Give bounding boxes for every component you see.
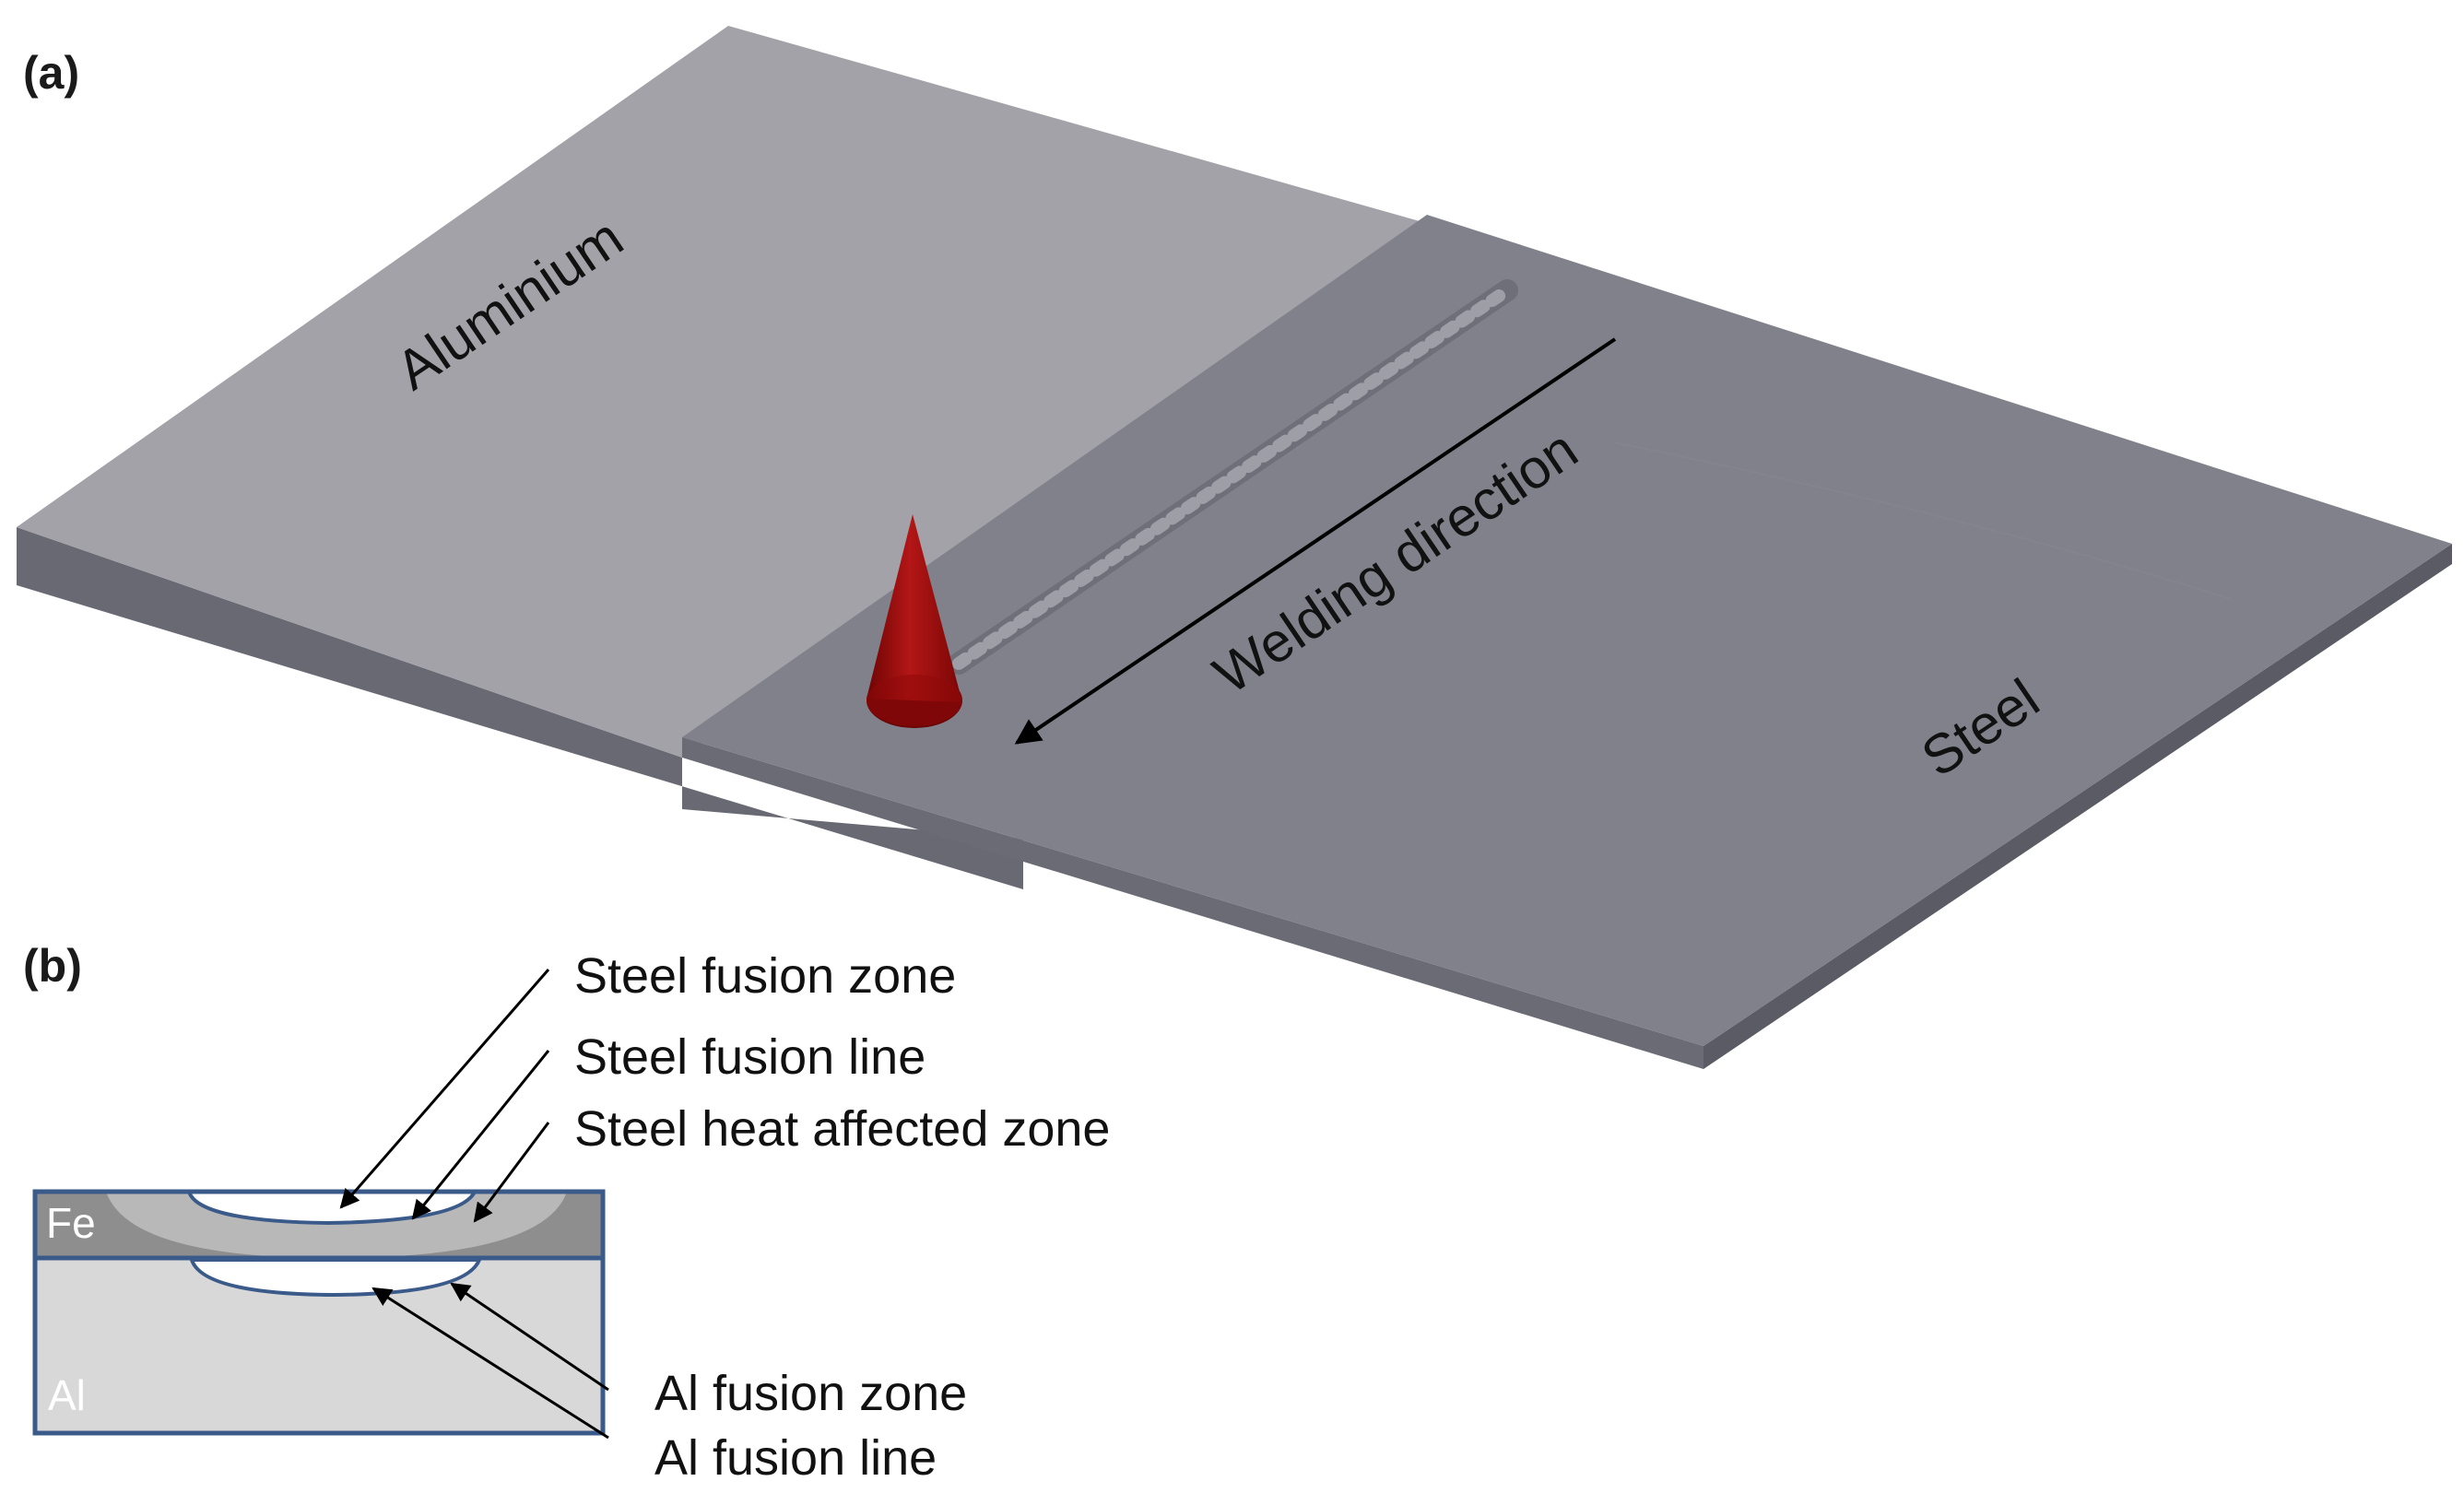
aluminium-plate-top xyxy=(17,26,1420,758)
callout-steel-fusion-zone: Steel fusion zone xyxy=(574,948,956,1004)
callout-al-fusion-zone: Al fusion zone xyxy=(654,1366,967,1421)
callout-arrows xyxy=(339,969,609,1440)
torch-cone xyxy=(867,514,962,728)
callout-steel-fusion-line: Steel fusion line xyxy=(574,1029,925,1085)
fe-label: Fe xyxy=(46,1199,96,1247)
al-label: Al xyxy=(48,1371,86,1419)
steel-plate-right-side xyxy=(1704,544,2452,1069)
aluminium-plate xyxy=(17,26,1420,889)
panel-a-label: (a) xyxy=(23,47,79,99)
steel-plate-front-side xyxy=(682,737,1704,1069)
callout-al-fusion-line: Al fusion line xyxy=(654,1430,937,1486)
steel-plate-top xyxy=(682,215,2452,1046)
cross-section: Fe Al xyxy=(32,1189,606,1436)
panel-b-label: (b) xyxy=(23,940,82,992)
aluminium-plate-side xyxy=(17,527,1023,889)
steel-plate xyxy=(682,215,2452,1069)
welding-direction-arrow xyxy=(1014,337,1617,745)
weld-bead xyxy=(948,279,1518,675)
al-fusion-zone xyxy=(189,1258,482,1298)
callout-steel-haz: Steel heat affected zone xyxy=(574,1101,1110,1157)
steel-fusion-zone xyxy=(186,1190,478,1226)
